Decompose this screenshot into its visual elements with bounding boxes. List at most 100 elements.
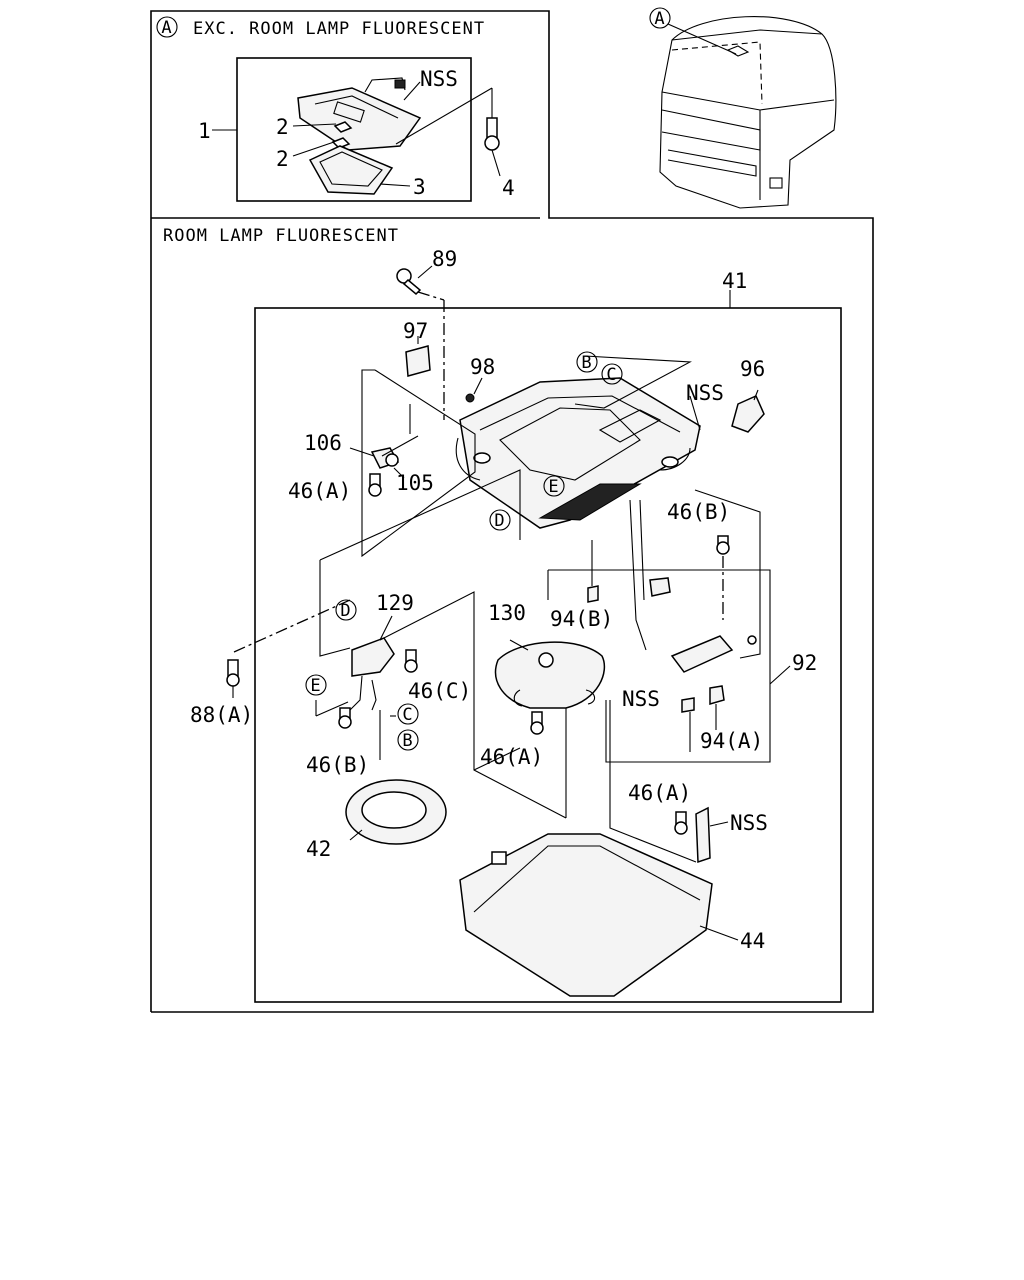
label-130: 130 (488, 601, 526, 625)
leader-42 (349, 829, 363, 841)
harness-92-connector (649, 577, 671, 597)
marker-e2-circle (305, 674, 327, 696)
label-92: 92 (792, 651, 817, 675)
label-part-4: 4 (502, 176, 515, 200)
label-97: 97 (403, 319, 428, 343)
screw-46a2 (530, 711, 544, 735)
axis-88a (233, 599, 351, 653)
bulb-lower (331, 137, 351, 149)
screw-4-head (484, 135, 500, 151)
socket-129-wire (349, 675, 363, 711)
screw-46b2 (338, 707, 352, 729)
label-96: 96 (740, 357, 765, 381)
leader-96 (753, 389, 759, 401)
screw-4-shank (486, 117, 498, 139)
label-46b-1: 46(B) (667, 500, 730, 524)
cab-roof-edge (671, 29, 823, 41)
label-105: 105 (396, 471, 434, 495)
marker-e1: E (548, 477, 559, 497)
harness-92-wire-2 (639, 499, 645, 601)
label-46c: 46(C) (408, 679, 471, 703)
lamp-lens-inner (319, 151, 383, 187)
guide-92-right (694, 489, 761, 659)
label-part-2a: 2 (276, 115, 289, 139)
vehicle-cab: A (649, 7, 837, 209)
label-98: 98 (470, 355, 495, 379)
lamp-clip-left (455, 437, 481, 481)
screw-46a3 (674, 811, 688, 835)
marker-c1-circle (601, 363, 623, 385)
label-nss-3: NSS (730, 811, 768, 835)
cab-lamp-position (726, 45, 750, 57)
leader-nss-a (403, 81, 421, 101)
marker-b2-circle (397, 729, 419, 751)
cab-windshield-bottom (661, 91, 835, 111)
marker-e1-circle (543, 475, 565, 497)
lamp-socket-left (473, 452, 491, 464)
lamp-switch-block (538, 483, 642, 521)
guide-129-b (473, 747, 521, 771)
lamp-switch (333, 101, 365, 123)
fluorescent-tube-42-inner (361, 791, 427, 829)
socket-129 (351, 637, 395, 677)
cab-body (659, 16, 837, 209)
label-part-2b: 2 (276, 147, 289, 171)
screw-106 (381, 435, 419, 457)
leader-nss3 (709, 821, 729, 827)
lamp-lens (308, 145, 394, 195)
label-46a-2: 46(A) (480, 745, 543, 769)
guide-92 (548, 569, 771, 763)
holder-130-socket (538, 652, 554, 668)
cab-marker-letter: A (654, 9, 665, 29)
label-94b: 94(B) (550, 607, 613, 631)
cab-marker-leader (667, 23, 737, 55)
socket-129-wire-2 (371, 679, 377, 711)
panel-a-title: EXC. ROOM LAMP FLUORESCENT (193, 19, 485, 39)
label-106: 106 (304, 431, 342, 455)
screw-46a1 (368, 473, 382, 497)
label-nss-2: NSS (622, 687, 660, 711)
marker-d2: D (340, 601, 351, 621)
cab-grille (661, 109, 761, 151)
lens-cover-44 (459, 833, 713, 997)
lamp-base-rim (479, 395, 681, 433)
harness-92-terminal (747, 635, 757, 645)
lamp-base-plate (499, 407, 641, 481)
cab-marker-circle (649, 7, 671, 29)
lamp-housing (297, 87, 422, 151)
marker-a-circle (156, 16, 178, 38)
leader-129 (379, 615, 393, 641)
marker-b2: B (402, 731, 413, 751)
label-46a-1: 46(A) (288, 479, 351, 503)
guide-e2-b (315, 701, 349, 717)
guide-nss3 (609, 700, 697, 863)
part-97 (405, 345, 431, 377)
cab-bumper (667, 149, 757, 177)
clip-94a (709, 685, 725, 705)
lamp-clip-right (659, 447, 691, 471)
guide-106 (361, 369, 476, 558)
lamp-housing-edge (314, 95, 399, 119)
lamp-socket-right (661, 456, 679, 468)
lamp-connector (394, 79, 406, 89)
screw-4-guide (395, 87, 493, 145)
guide-d (319, 469, 521, 561)
screw-46b1 (716, 535, 730, 555)
label-94a: 94(A) (700, 729, 763, 753)
holder-130 (494, 641, 606, 709)
lamp-ballast (598, 409, 662, 443)
marker-d2-circle (335, 599, 357, 621)
label-part-3: 3 (413, 175, 426, 199)
guide-129 (379, 591, 567, 819)
marker-b1: B (581, 353, 592, 373)
label-129: 129 (376, 591, 414, 615)
guide-d-vert (319, 560, 351, 657)
marker-a-letter: A (161, 18, 172, 38)
label-nss-a: NSS (420, 67, 458, 91)
part-98 (465, 393, 475, 403)
label-nss-1: NSS (686, 381, 724, 405)
bracket-96 (731, 395, 765, 433)
marker-d1: D (494, 511, 505, 531)
marker-b1-circle (576, 351, 598, 373)
leader-4 (491, 149, 501, 177)
